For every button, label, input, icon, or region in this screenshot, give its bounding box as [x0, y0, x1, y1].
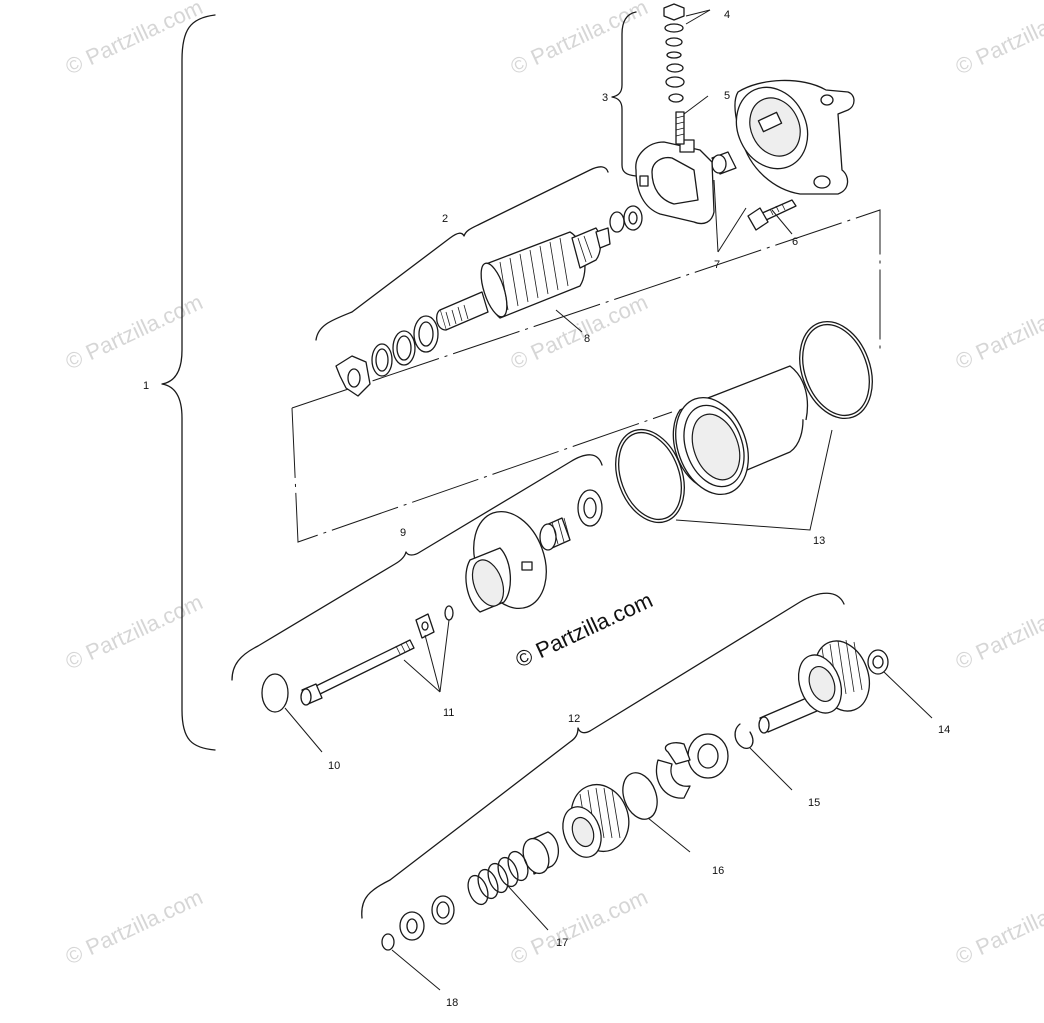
- clutch-washer: [687, 733, 729, 779]
- rear-end-cover: [734, 79, 855, 195]
- yoke-housing: [672, 365, 809, 496]
- pinion-collar: [522, 831, 559, 875]
- pinion-shaft-gear: [758, 639, 871, 734]
- callout-16: 16: [712, 865, 724, 877]
- watermark: © Partzilla.com: [952, 289, 1044, 374]
- callout-6: 6: [792, 236, 798, 248]
- watermark: © Partzilla.com: [507, 0, 652, 80]
- watermark: © Partzilla.com: [62, 884, 207, 969]
- snap-ring: [734, 723, 754, 749]
- brush-holder-plate: [635, 139, 715, 225]
- clutch-roller-cage: [655, 742, 691, 799]
- front-bearing: [539, 489, 603, 551]
- through-bolt-washers: [415, 605, 454, 639]
- callout-7: 7: [714, 259, 720, 271]
- through-bolt: [300, 639, 415, 706]
- watermark: © Partzilla.com: [952, 0, 1044, 80]
- callout-labels: 1 2 3 4 5 6 7 8 9 10 11 12 13 14 15 16 1…: [143, 9, 950, 1009]
- front-housing: [465, 510, 547, 613]
- watermark: © Partzilla.com: [507, 884, 652, 969]
- armature-thrust-washers: [609, 205, 643, 233]
- front-o-ring: [261, 673, 289, 713]
- yoke-o-rings: [615, 320, 873, 524]
- callout-4: 4: [724, 9, 730, 21]
- brace-3: [611, 11, 637, 177]
- callout-14: 14: [938, 724, 950, 736]
- callout-18: 18: [446, 997, 458, 1009]
- callout-17: 17: [556, 937, 568, 949]
- yoke-outline: [291, 209, 881, 543]
- callout-12: 12: [568, 713, 580, 725]
- callout-8: 8: [584, 333, 590, 345]
- callout-1: 1: [143, 380, 149, 392]
- armature-shims: [335, 315, 439, 397]
- assembly-brace-1: [161, 14, 216, 751]
- watermark: © Partzilla.com: [62, 589, 207, 674]
- bushing: [711, 151, 737, 175]
- leader-lines: [284, 9, 933, 991]
- watermark: © Partzilla.com: [952, 884, 1044, 969]
- callout-13: 13: [813, 535, 825, 547]
- watermark: © Partzilla.com: [62, 0, 207, 80]
- terminal-nut-stack: [663, 3, 685, 103]
- watermark-layer: © Partzilla.com © Partzilla.com © Partzi…: [62, 0, 1044, 970]
- end-washers: [381, 895, 455, 951]
- watermark: © Partzilla.com: [62, 289, 207, 374]
- cover-bolt: [747, 199, 797, 231]
- callout-11: 11: [443, 707, 454, 719]
- watermark: © Partzilla.com: [952, 589, 1044, 674]
- callout-9: 9: [400, 527, 406, 539]
- callout-10: 10: [328, 760, 340, 772]
- terminal-stud: [675, 111, 685, 145]
- brace-2: [315, 166, 609, 341]
- brace-9: [231, 454, 603, 681]
- pinion-washer: [867, 649, 889, 675]
- callout-2: 2: [442, 213, 448, 225]
- pinion-spring: [467, 850, 529, 906]
- armature: [435, 227, 611, 331]
- overrunning-clutch: [562, 783, 630, 858]
- brace-12: [361, 592, 845, 919]
- callout-15: 15: [808, 797, 820, 809]
- callout-3: 3: [602, 92, 608, 104]
- callout-5: 5: [724, 90, 730, 102]
